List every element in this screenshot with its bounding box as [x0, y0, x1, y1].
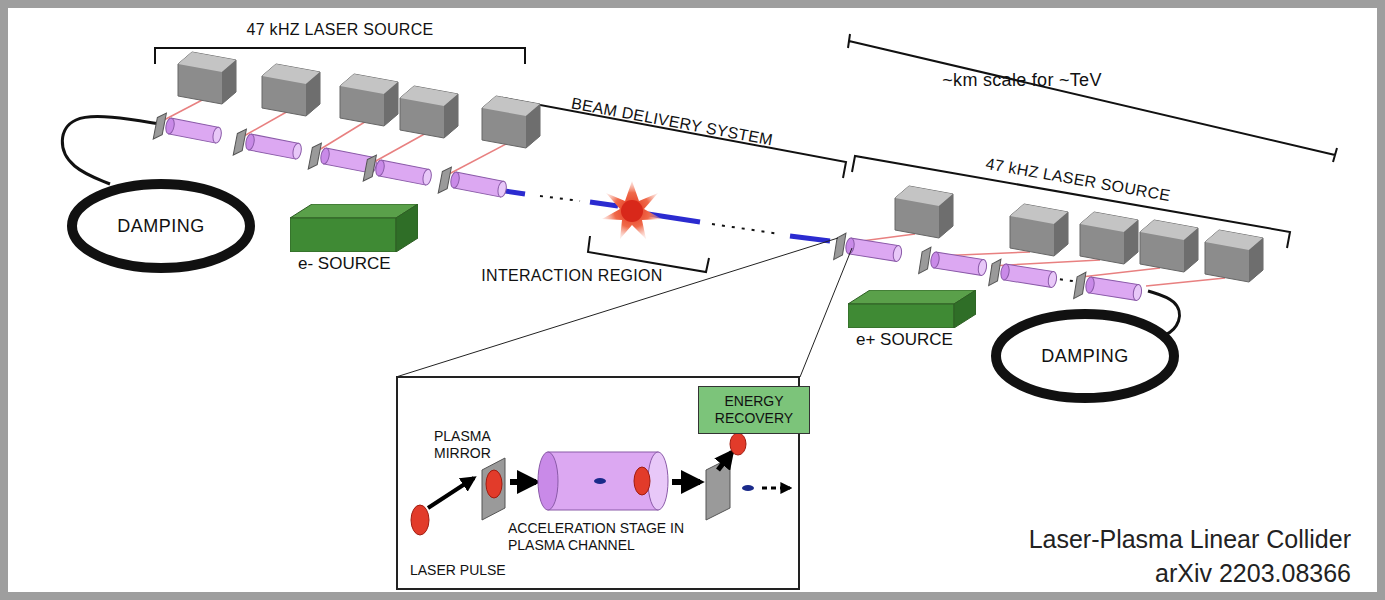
node-label: e+ SOURCE — [854, 330, 955, 350]
laser-sources — [153, 52, 1263, 309]
damping-ring: DAMPING — [990, 308, 1180, 404]
node-label: e- SOURCE — [296, 254, 393, 274]
leader-line — [800, 248, 852, 377]
electron-source: e- SOURCE — [290, 204, 418, 252]
inset-panel: ENERGY RECOVERYPLASMA MIRRORACCELERATION… — [396, 376, 800, 590]
laser-source-label: 47 kHZ LASER SOURCE — [246, 21, 433, 39]
laser-source-label: 47 kHZ LASER SOURCE — [984, 155, 1171, 205]
positron-source: e+ SOURCE — [848, 290, 976, 328]
damping-ring: DAMPING — [66, 178, 256, 274]
figure-caption: Laser-Plasma Linear Collider arXiv 2203.… — [1001, 522, 1351, 590]
node-label: DAMPING — [117, 216, 205, 237]
bracket — [500, 98, 846, 178]
slab-outline — [290, 204, 418, 252]
plasma-mirror-label: PLASMA MIRROR — [434, 428, 514, 462]
bracket — [588, 236, 709, 272]
node-label: ENERGY RECOVERY — [699, 391, 809, 429]
leader-line — [396, 238, 838, 377]
scale-label: ~km scale for ~TeV — [942, 70, 1101, 91]
frame — [4, 4, 1381, 596]
acceleration-stage-label: ACCELERATION STAGE IN PLASMA CHANNEL — [508, 520, 718, 554]
interaction-region-label: INTERACTION REGION — [481, 267, 662, 285]
beam-delivery-label: BEAM DELIVERY SYSTEM — [570, 95, 774, 150]
energy-recovery-box: ENERGY RECOVERY — [698, 386, 810, 434]
slab-outline — [848, 290, 976, 328]
laser-pulse-label: LASER PULSE — [410, 562, 520, 579]
node-label: DAMPING — [1041, 346, 1129, 367]
beam-line — [62, 117, 1179, 338]
interaction-burst — [602, 181, 662, 239]
bracket — [848, 34, 1337, 162]
